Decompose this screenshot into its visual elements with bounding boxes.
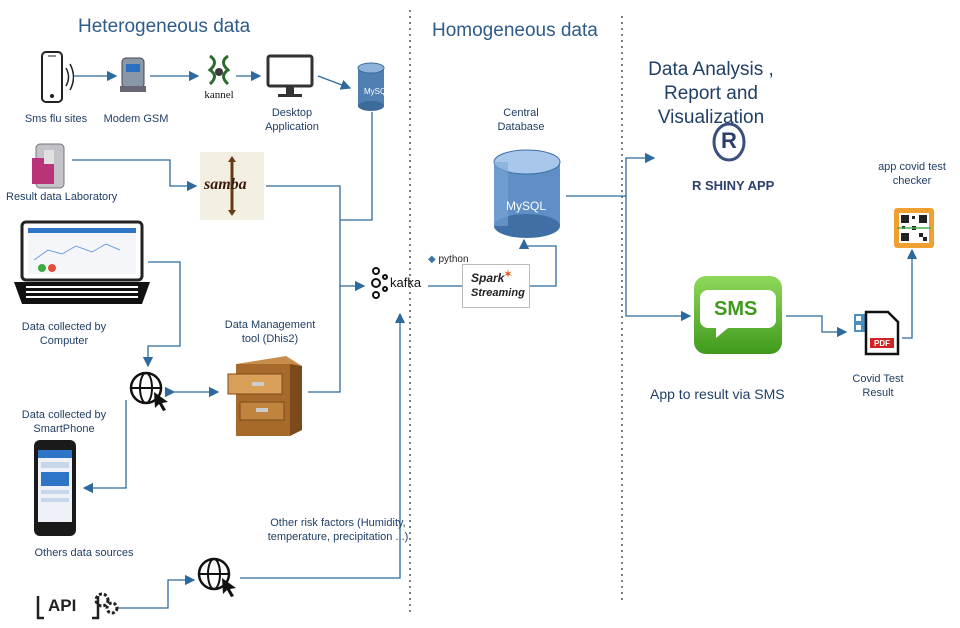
heading-heterogeneous: Heterogeneous data: [78, 16, 251, 37]
covid-checker-line-2: checker: [892, 175, 932, 187]
analysis-line-2: Report and: [663, 83, 758, 104]
streaming-text: Streaming: [471, 287, 525, 299]
other-risk-line-2: temperature, precipitation ...): [267, 531, 409, 543]
spark-text: Spark: [471, 271, 505, 285]
covid-result-line-1: Covid Test: [852, 373, 904, 385]
python-text: python: [438, 254, 469, 265]
sms-text: SMS: [714, 298, 758, 320]
label-data-by-smartphone: Data collected by SmartPhone: [14, 408, 114, 436]
central-db-line-2: Database: [497, 121, 545, 133]
smartphone-icon: [32, 438, 78, 543]
covid-checker-line-1: app covid test: [878, 161, 946, 173]
desktop-line-2: Application: [265, 121, 319, 133]
python-label: ◆ python: [428, 254, 469, 265]
samba-icon: samba: [200, 152, 264, 220]
database-icon: MySQL: [490, 148, 564, 245]
dms-line-1: Data Management: [224, 319, 316, 331]
qr-icon: [894, 208, 934, 253]
other-risk-line-1: Other risk factors (Humidity,: [270, 517, 406, 529]
central-db-line-1: Central: [503, 107, 539, 119]
computer-line-2: Computer: [39, 335, 89, 347]
phone-icon: [40, 50, 75, 109]
label-rshiny: R SHINY APP: [692, 178, 775, 193]
r-letter: R: [721, 128, 737, 153]
spark-star-icon: ✶: [503, 267, 514, 281]
laptop-icon: [14, 220, 150, 313]
mysql-small-icon: MySQL: [356, 62, 391, 117]
label-kannel: kannel: [204, 89, 234, 101]
label-dms: Data Management tool (Dhis2): [216, 318, 324, 346]
label-central-db: Central Database: [486, 106, 556, 134]
label-covid-checker: app covid test checker: [868, 160, 956, 188]
pdf-text: PDF: [874, 339, 890, 348]
dms-line-2: tool (Dhis2): [241, 333, 299, 345]
label-covid-result: Covid Test Result: [838, 372, 918, 400]
sms-icon: SMS: [694, 276, 782, 354]
monitor-icon: [266, 54, 314, 105]
spark-icon: Spark ✶ Streaming: [462, 264, 530, 308]
kafka-icon: kafka: [368, 266, 430, 300]
label-other-risk: Other risk factors (Humidity, temperatur…: [260, 516, 416, 544]
desktop-line-1: Desktop: [271, 107, 313, 119]
cabinet-icon: [224, 352, 306, 443]
mysql-big-text: MySQL: [506, 199, 546, 213]
kannel-icon: [202, 52, 236, 103]
globe-icon: [196, 556, 240, 603]
smartphone-line-2: SmartPhone: [33, 423, 95, 435]
label-sms-flu-sites: Sms flu sites: [24, 113, 88, 125]
label-modem-gsm: Modem GSM: [103, 113, 169, 125]
label-app-to-result: App to result via SMS: [650, 386, 785, 402]
samba-text: samba: [204, 176, 247, 193]
label-desktop-application: Desktop Application: [252, 106, 332, 134]
heading-homogeneous: Homogeneous data: [432, 20, 598, 41]
mysql-small-text: MySQL: [364, 87, 386, 96]
modem-icon: [118, 56, 148, 101]
kafka-text: kafka: [390, 275, 422, 290]
label-result-lab: Result data Laboratory: [6, 191, 118, 203]
globe-icon: [128, 370, 172, 417]
api-icon: API: [36, 590, 119, 620]
covid-result-line-2: Result: [862, 387, 894, 399]
api-text: API: [48, 596, 77, 615]
label-data-by-computer: Data collected by Computer: [14, 320, 114, 348]
r-logo-icon: R: [712, 122, 746, 167]
heading-analysis: Data Analysis , Report and Visualization: [636, 58, 786, 130]
smartphone-line-1: Data collected by: [21, 409, 107, 421]
label-others-sources: Others data sources: [34, 547, 134, 559]
analysis-line-3: Visualization: [657, 107, 765, 128]
lab-icon: [30, 140, 70, 195]
analysis-line-1: Data Analysis ,: [648, 59, 774, 80]
computer-line-1: Data collected by: [21, 321, 107, 333]
pdf-icon: PDF: [852, 310, 902, 361]
